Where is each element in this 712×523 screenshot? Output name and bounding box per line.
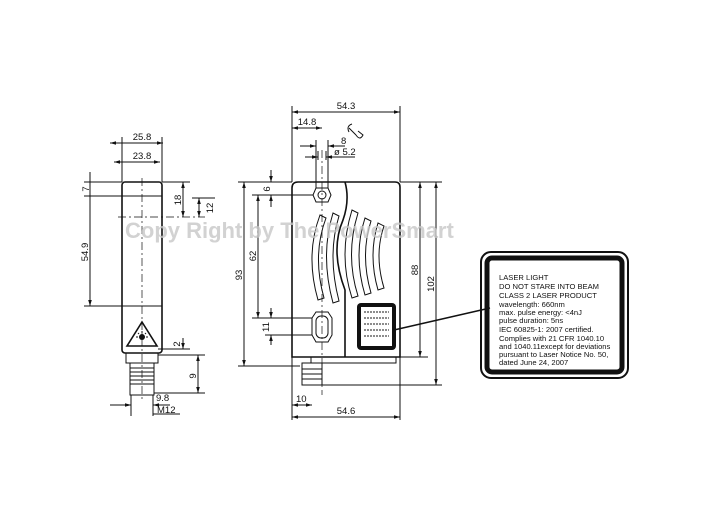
dim-to-axis: 18 — [173, 195, 184, 206]
dim-overall-height: 102 — [426, 276, 437, 292]
label-line: pulse duration: 5ns — [499, 316, 563, 325]
dim-axis-offset: 12 — [205, 203, 216, 214]
dim-hole-spacing: 62 — [248, 251, 259, 262]
label-line: wavelength: 660nm — [498, 300, 565, 309]
label-line: dated June 24, 2007 — [499, 358, 568, 367]
dim-hole-dia: ø 5.2 — [334, 147, 356, 158]
dim-width-bottom: 54.6 — [337, 406, 356, 417]
dim-connector: 9 — [188, 373, 199, 378]
laser-label-small — [357, 303, 396, 350]
dim-hole-offset: 14.8 — [298, 117, 317, 128]
laser-label-callout: LASER LIGHT DO NOT STARE INTO BEAM CLASS… — [480, 251, 629, 379]
dim-body-height: 88 — [410, 265, 421, 276]
dim-top-to-hole: 6 — [262, 186, 273, 191]
label-line: pursuant to Laser Notice No. 50, — [499, 350, 608, 359]
dim-overall-left: 93 — [234, 270, 245, 281]
side-view: 54.3 14.8 8 ø 5.2 6 62 11 93 88 102 10 5… — [234, 101, 491, 420]
label-line: Complies with 21 CFR 1040.10 — [499, 334, 604, 343]
dim-slot: 11 — [261, 322, 272, 332]
laser-warning-icon — [125, 320, 159, 347]
emitter-arcs — [311, 209, 385, 304]
dim-body: 54.9 — [80, 243, 91, 262]
dim-width-outer: 25.8 — [133, 132, 152, 143]
label-line: DO NOT STARE INTO BEAM — [499, 282, 599, 291]
dim-width-top: 54.3 — [337, 101, 356, 112]
front-view: 25.8 23.8 7 54.9 18 12 2 9 9.8 M12 — [80, 132, 216, 416]
dim-width-inner: 23.8 — [133, 151, 152, 162]
label-line: LASER LIGHT — [499, 273, 549, 282]
dim-thread: M12 — [157, 405, 175, 416]
dim-connector-offset: 10 — [296, 394, 307, 405]
dim-gap: 2 — [172, 341, 183, 346]
label-line: max. pulse energy: <4nJ — [499, 308, 582, 317]
dim-top: 7 — [81, 186, 92, 191]
m12-connector — [129, 362, 155, 396]
label-line: IEC 60825-1: 2007 certified. — [499, 325, 594, 334]
label-leader-line — [393, 307, 491, 331]
label-line: and 1040.11except for deviations — [499, 342, 611, 351]
dim-wrench: 8 — [341, 136, 346, 147]
label-line: CLASS 2 LASER PRODUCT — [499, 291, 597, 300]
watermark: Copy Right by The PowerSmart — [125, 218, 454, 243]
mounting-slot — [311, 311, 333, 343]
wrench-icon — [347, 123, 364, 139]
dim-thread-inner: 9.8 — [156, 393, 169, 404]
